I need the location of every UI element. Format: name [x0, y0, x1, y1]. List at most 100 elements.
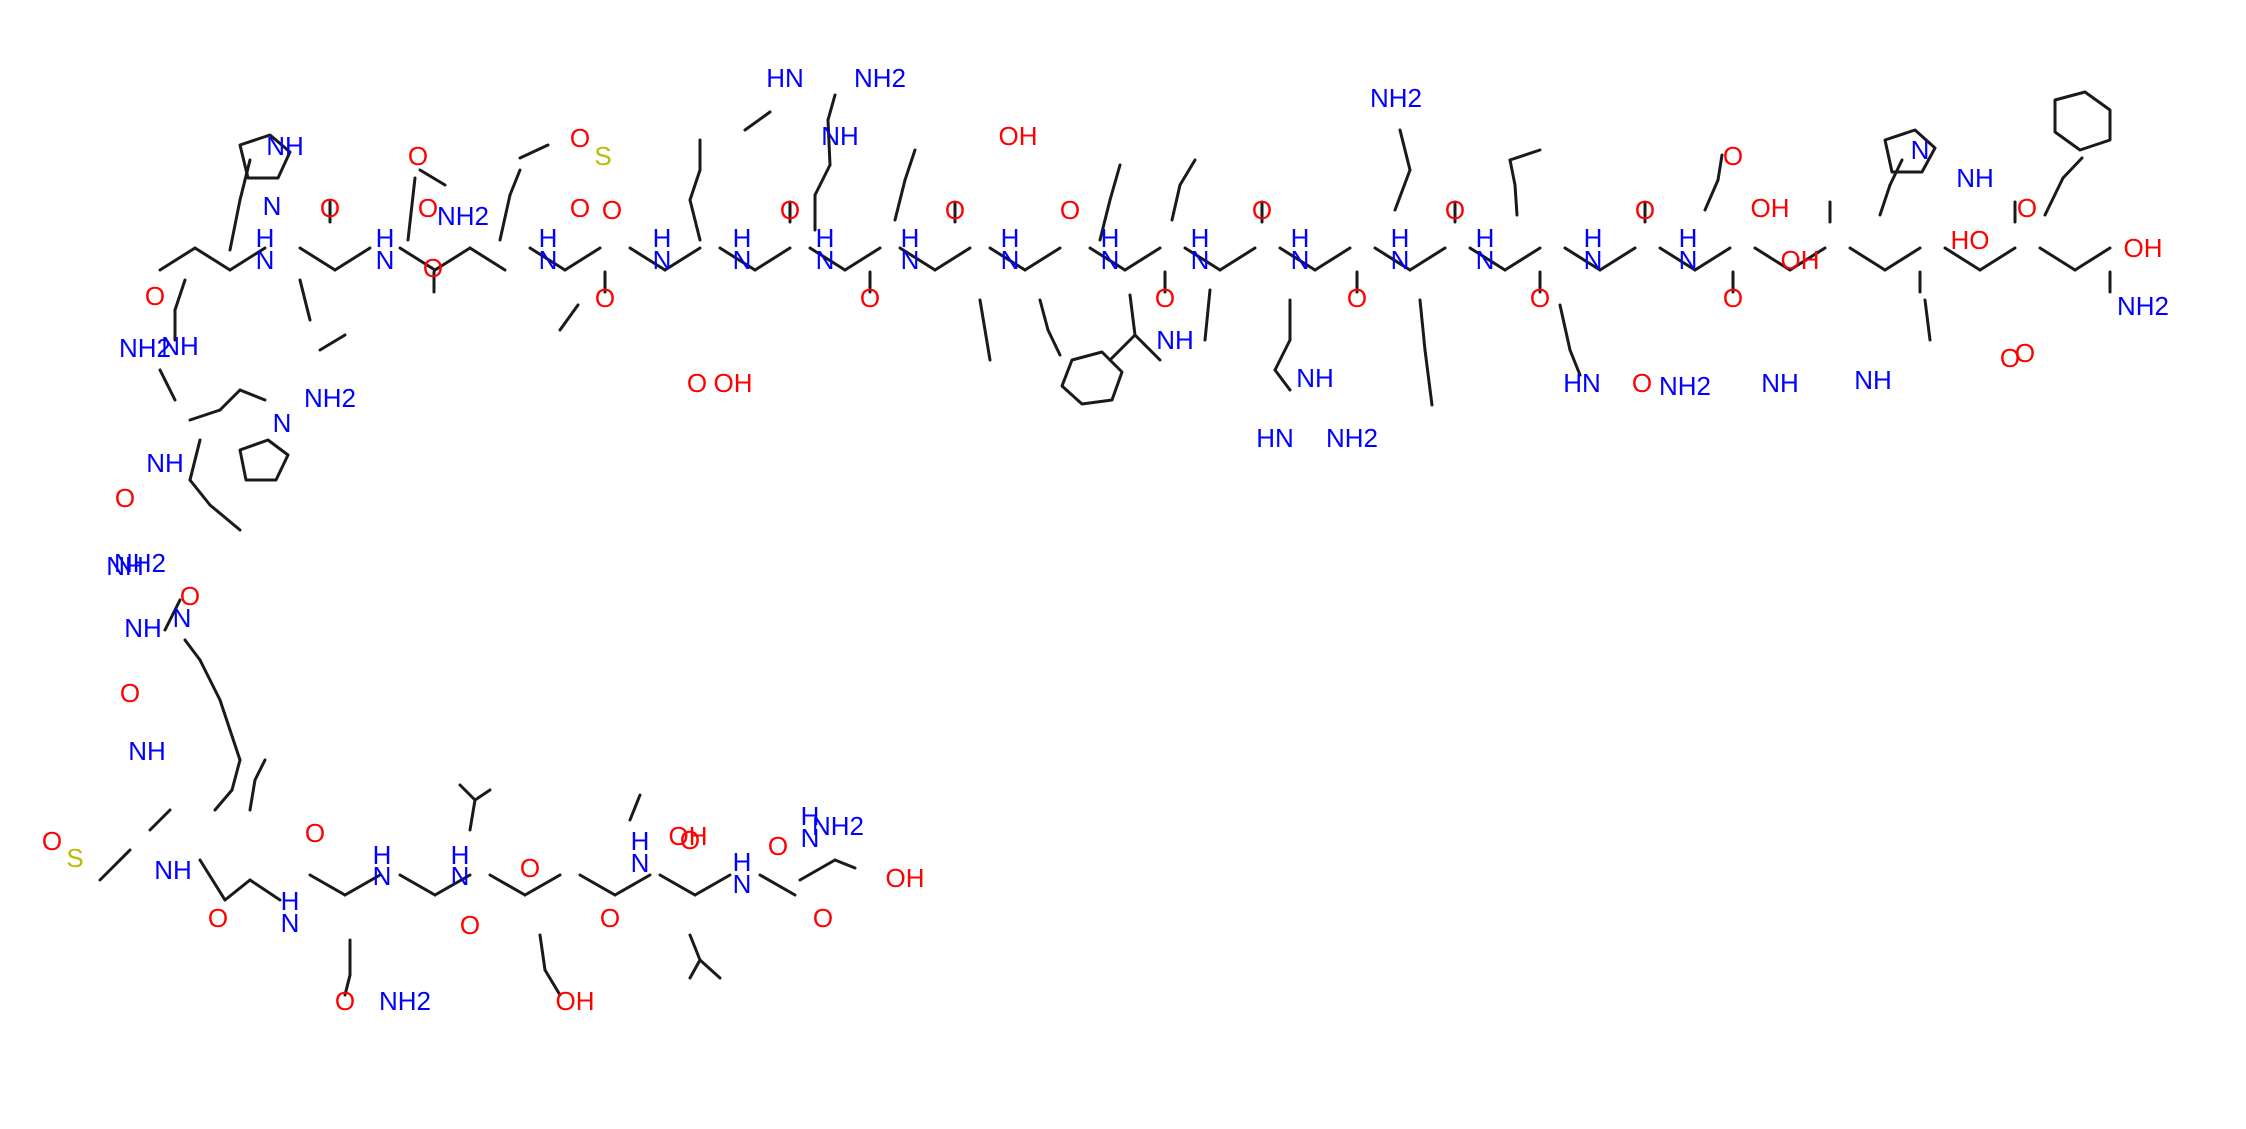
bond [718, 246, 757, 272]
atom-label: NH [1156, 325, 1194, 355]
atom-label: NH2 [114, 548, 166, 578]
atom-label: N [631, 848, 650, 878]
atom-label: NH [106, 551, 144, 581]
atom-label: N [901, 245, 920, 275]
bond [1278, 246, 1317, 272]
bond [158, 368, 177, 402]
bond [223, 878, 252, 902]
bond [978, 298, 987, 332]
atom-label: O [1347, 283, 1367, 313]
bond [758, 873, 797, 897]
bond [1203, 288, 1212, 342]
ring-bond [238, 133, 292, 180]
atom-label: NH [128, 736, 166, 766]
atom-label: O [2015, 338, 2035, 368]
atom-label: N [1101, 245, 1120, 275]
bond [933, 246, 972, 272]
bond [1170, 183, 1182, 222]
atom-label: O [1530, 283, 1550, 313]
atom-label: H [1391, 223, 1410, 253]
atom-label: N [653, 245, 672, 275]
bond [318, 333, 347, 352]
atom-label: O [813, 903, 833, 933]
bond [473, 788, 492, 802]
atom-label: NH [124, 613, 162, 643]
atom-label: NH2 [119, 333, 171, 363]
bond [218, 698, 232, 732]
atom-label: O [1155, 283, 1175, 313]
atom-label: N [273, 408, 292, 438]
atom-label: NH [1854, 365, 1892, 395]
bond [1183, 246, 1222, 272]
atom-label: H [816, 223, 835, 253]
bond [188, 478, 212, 507]
atom-label: NH2 [379, 986, 431, 1016]
atom-label: OH [999, 121, 1038, 151]
atom-label: O [1723, 141, 1743, 171]
bond [406, 176, 417, 242]
bond [253, 758, 267, 782]
atom-label: O [208, 903, 228, 933]
bond [333, 246, 372, 272]
atom-label: NH2 [1370, 83, 1422, 113]
atom-label: OH [1781, 245, 1820, 275]
bond [1088, 246, 1127, 272]
bond [98, 858, 122, 882]
atom-label: NH [1956, 163, 1994, 193]
bond [1423, 348, 1434, 407]
atom-label: O [120, 678, 140, 708]
bond [813, 163, 832, 197]
bond [183, 638, 202, 662]
bond [2061, 156, 2084, 180]
atom-label: NH2 [304, 383, 356, 413]
atom-label: OH [2124, 233, 2163, 263]
atom-label: HN [1563, 368, 1601, 398]
atom-label: O [305, 818, 325, 848]
bond [1418, 298, 1427, 352]
bond [1703, 178, 1720, 212]
bond [1558, 303, 1572, 352]
atom-label: O [570, 193, 590, 223]
bond [218, 388, 242, 412]
atom-label: N [1911, 135, 1930, 165]
atom-label: H [1679, 223, 1698, 253]
bond [238, 388, 267, 402]
bond [898, 246, 937, 272]
bond [518, 143, 550, 160]
ring-bond [1060, 350, 1124, 406]
bond [1658, 246, 1697, 272]
atom-label: O [145, 281, 165, 311]
bond [508, 168, 522, 197]
bond [1273, 338, 1292, 372]
bond [468, 246, 507, 272]
atom-label: O [602, 195, 622, 225]
bond [578, 873, 617, 897]
bond [1978, 246, 2017, 272]
atom-label: H [801, 801, 820, 831]
bond [903, 148, 917, 182]
atom-label: O [945, 195, 965, 225]
bond [1218, 246, 1257, 272]
atom-label: N [173, 603, 192, 633]
atom-label: N [281, 908, 300, 938]
atom-label: OH [1751, 193, 1790, 223]
bond [1038, 298, 1050, 332]
ring-bond [238, 438, 290, 482]
bond [1178, 158, 1197, 187]
bond [1508, 158, 1517, 187]
bond [343, 973, 352, 997]
bond [826, 93, 837, 122]
atom-label: H [1476, 223, 1495, 253]
atom-label: N [733, 869, 752, 899]
atom-label: O [408, 141, 428, 171]
bond [458, 783, 477, 802]
atom-label: O [1060, 195, 1080, 225]
atom-label: N [1001, 245, 1020, 275]
bond [613, 873, 652, 897]
bond [248, 778, 257, 812]
atom-label: N [373, 861, 392, 891]
bond [158, 246, 197, 272]
bond [298, 278, 312, 322]
atom-label: NH2 [437, 201, 489, 231]
